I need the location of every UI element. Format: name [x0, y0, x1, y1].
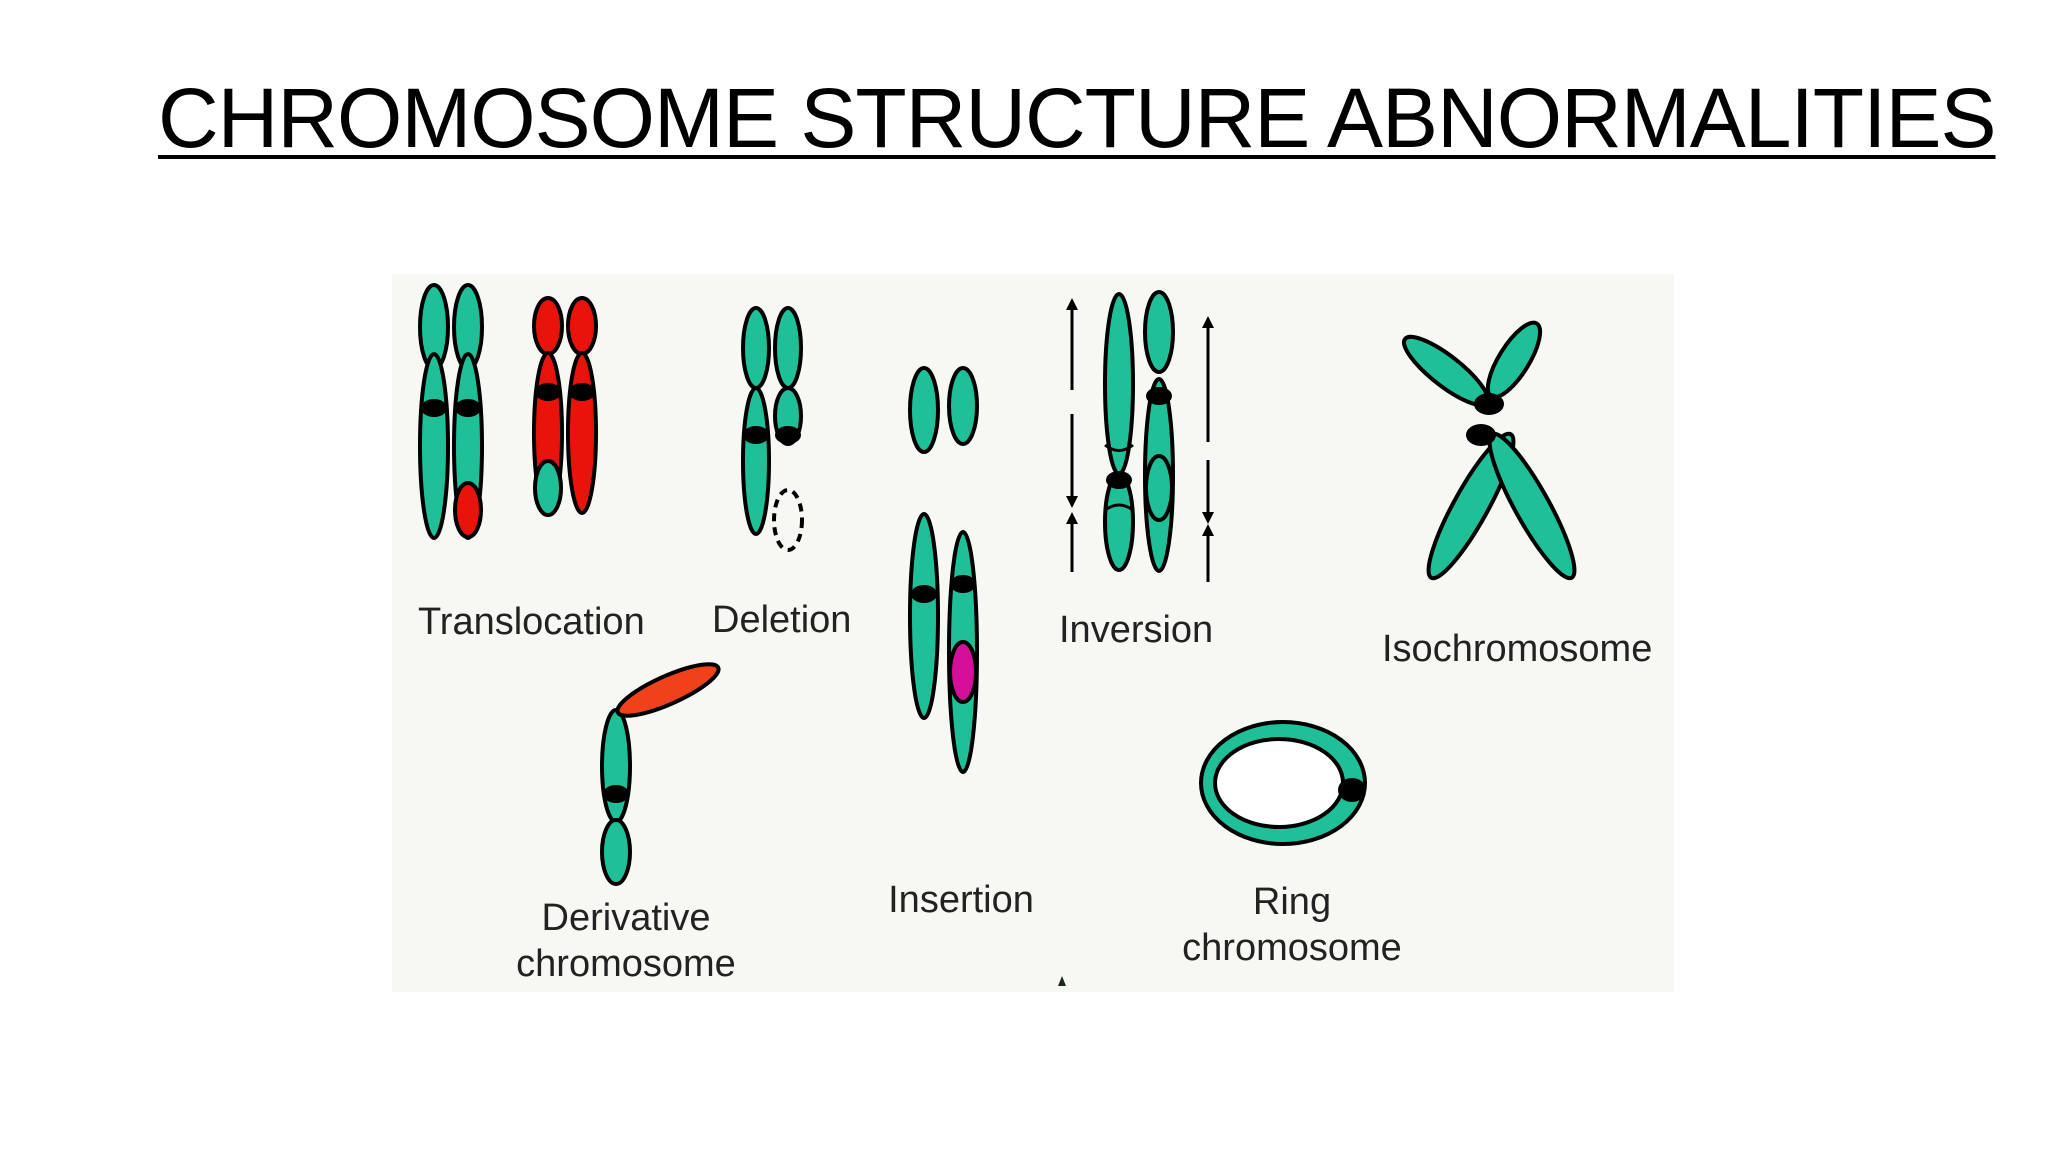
- derivative-chromosome-diagram: Derivative chromosome: [516, 662, 736, 985]
- inversion-label: Inversion: [1059, 609, 1213, 651]
- chromatid-arm: [566, 296, 598, 356]
- insertion-label: Insertion: [888, 879, 1034, 921]
- chromatid-arm: [908, 366, 940, 454]
- normal-chromosome-pair: [418, 283, 484, 540]
- ring-label-line2: chromosome: [1182, 927, 1402, 969]
- inversion-diagram: Inversion: [1059, 290, 1214, 651]
- chromatid-arm: [418, 352, 450, 540]
- ring-chromosome-diagram: Ring chromosome: [1182, 720, 1402, 969]
- inversion-band: [1104, 443, 1134, 452]
- centromere: [569, 383, 595, 401]
- centromere: [1474, 393, 1504, 415]
- chromatid-arm: [741, 306, 771, 390]
- slide-title: CHROMOSOME STRUCTURE ABNORMALITIES: [158, 71, 1997, 165]
- centromere: [603, 785, 629, 803]
- centromere: [950, 575, 976, 593]
- centromere: [1338, 778, 1366, 802]
- centromere: [1146, 387, 1172, 405]
- centromere: [455, 399, 481, 417]
- chromatid-arm: [1143, 290, 1175, 374]
- centromere: [421, 399, 447, 417]
- inversion-band: [1104, 503, 1134, 512]
- isochromosome-label: Isochromosome: [1382, 628, 1652, 670]
- chromatid-arm: [566, 351, 598, 515]
- chromatid-arm: [741, 386, 771, 536]
- chromatid-arm: [1485, 320, 1543, 400]
- translocated-segment: [453, 481, 483, 539]
- insertion-diagram: Insertion: [888, 366, 1034, 921]
- chromatid-arm: [1426, 431, 1516, 581]
- centromere: [911, 585, 937, 603]
- translocated-segment: [533, 459, 563, 517]
- centromere: [1106, 471, 1132, 489]
- stray-mark: [1058, 976, 1066, 986]
- centromere: [743, 426, 769, 444]
- translocation-label: Translocation: [418, 601, 645, 643]
- chromosome-abnormalities-figure: Translocation Deletion: [392, 274, 1674, 992]
- derivative-label-line1: Derivative: [542, 897, 711, 939]
- chromatid-arm: [773, 306, 803, 390]
- derivative-label-line2: chromosome: [516, 943, 736, 985]
- centromere: [535, 383, 561, 401]
- translocation-diagram: Translocation: [418, 283, 645, 643]
- deletion-diagram: Deletion: [712, 306, 851, 641]
- translocated-chromosome-pair: [532, 296, 598, 517]
- centromere: [1466, 424, 1496, 446]
- deletion-label: Deletion: [712, 599, 851, 641]
- isochromosome-diagram: Isochromosome: [1382, 320, 1652, 670]
- chromatid-arm: [600, 818, 632, 886]
- chromatid-arm: [947, 366, 979, 446]
- inserted-segment: [948, 640, 978, 704]
- deleted-segment: [772, 488, 804, 552]
- ring-label-line1: Ring: [1253, 881, 1331, 923]
- chromatid-arm: [908, 512, 940, 720]
- centromere: [775, 426, 801, 444]
- chromatid-arm: [1487, 431, 1577, 581]
- chromatid-arm: [600, 708, 632, 824]
- ring-inner: [1213, 737, 1345, 829]
- inverted-segment: [1144, 454, 1174, 522]
- chromatid-arm: [532, 296, 564, 356]
- derivative-segment: [615, 662, 721, 718]
